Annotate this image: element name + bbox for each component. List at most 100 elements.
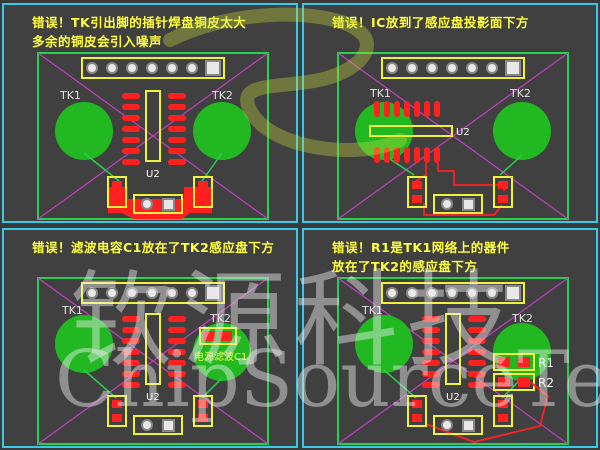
pad xyxy=(422,349,440,355)
pcb-layout-2: TK1 TK2 U2 xyxy=(337,52,569,220)
pcb-layout-3: TK1 TK2 U2 xyxy=(37,277,269,445)
u2-label: U2 xyxy=(456,127,470,138)
panel-1: 错误！TK引出脚的插针焊盘铜皮太大 多余的铜皮会引入噪声 TK1 TK2 xyxy=(2,3,298,223)
pad xyxy=(505,60,521,76)
pad xyxy=(112,414,122,422)
pad xyxy=(198,181,208,189)
pad xyxy=(205,60,221,76)
r1-label: R1 xyxy=(538,356,554,370)
pad xyxy=(168,360,186,366)
header-pins xyxy=(386,60,521,76)
touch-pad-tk2 xyxy=(493,102,551,160)
pad xyxy=(133,194,183,214)
pad xyxy=(493,395,513,427)
pad xyxy=(414,147,420,163)
panel-2-caption: 错误！IC放到了感应盘投影面下方 xyxy=(332,13,594,32)
pad xyxy=(122,327,140,333)
pad xyxy=(468,382,486,388)
tk2-label: TK2 xyxy=(211,89,233,102)
tk1-label: TK1 xyxy=(361,304,383,317)
via-pad xyxy=(441,419,453,431)
pad xyxy=(433,194,483,214)
pad xyxy=(199,327,237,345)
header-pins xyxy=(86,60,221,76)
pad xyxy=(433,415,483,435)
pad xyxy=(404,101,410,117)
panel-4-caption-line-1: 错误！R1是TK1网络上的器件 xyxy=(332,240,510,255)
ic-u2 xyxy=(122,313,186,388)
pin-header xyxy=(381,282,525,304)
tk1-label: TK1 xyxy=(59,89,81,102)
pad xyxy=(493,373,535,391)
via-pad xyxy=(166,287,178,299)
pad xyxy=(168,327,186,333)
via-pad xyxy=(141,198,153,210)
pad xyxy=(498,357,510,367)
pin-header xyxy=(81,282,225,304)
via-pad xyxy=(146,62,158,74)
via-pad xyxy=(186,287,198,299)
cross-line xyxy=(37,52,269,220)
pad xyxy=(422,382,440,388)
via-pad xyxy=(406,62,418,74)
pad xyxy=(468,316,486,322)
pad xyxy=(498,400,508,408)
tk2-label: TK2 xyxy=(509,87,531,100)
resistor-r1 xyxy=(493,353,535,371)
pad xyxy=(468,371,486,377)
u2-label: U2 xyxy=(146,169,160,180)
pad xyxy=(193,176,213,208)
pad xyxy=(122,382,140,388)
panel-1-caption-line-1: 错误！TK引出脚的插针焊盘铜皮太大 xyxy=(32,15,247,30)
via-pad xyxy=(486,62,498,74)
touch-pad-tk1 xyxy=(55,315,113,373)
pad xyxy=(493,353,535,371)
trace xyxy=(425,381,550,443)
pad xyxy=(122,93,186,165)
pad xyxy=(424,147,430,163)
via-pad xyxy=(441,198,453,210)
pad xyxy=(204,331,216,341)
pad xyxy=(193,395,213,427)
pad xyxy=(168,338,186,344)
pad xyxy=(498,414,508,422)
pad xyxy=(414,101,420,117)
pad xyxy=(422,360,440,366)
pad xyxy=(107,395,127,427)
pad xyxy=(412,195,422,203)
tk1-label: TK1 xyxy=(369,87,391,100)
via-pad xyxy=(106,62,118,74)
cross-line xyxy=(337,277,569,445)
pad xyxy=(518,377,530,387)
panel-2: 错误！IC放到了感应盘投影面下方 TK1 TK2 xyxy=(302,3,598,223)
pcb-layout-4: TK1 TK2 U2 xyxy=(337,277,569,445)
via-pad xyxy=(166,62,178,74)
pin-header xyxy=(381,57,525,79)
panel-4: 错误！R1是TK1网络上的器件 放在了TK2的感应盘下方 TK1 TK2 xyxy=(302,228,598,448)
via-pad xyxy=(146,287,158,299)
c1-label: 电源滤波C1 xyxy=(194,350,247,363)
pad xyxy=(122,338,140,344)
pad xyxy=(168,126,186,132)
pad xyxy=(404,147,410,163)
panel-4-caption-line-2: 放在了TK2的感应盘下方 xyxy=(332,259,478,274)
panel-3-caption-line-1: 错误！滤波电容C1放在了TK2感应盘下方 xyxy=(32,240,275,255)
pad xyxy=(145,90,161,162)
pad xyxy=(112,400,122,408)
via-pad xyxy=(426,62,438,74)
pad xyxy=(462,198,475,211)
pad xyxy=(422,316,440,322)
via-pad xyxy=(86,287,98,299)
capacitor-c1 xyxy=(199,327,237,345)
cross-line xyxy=(37,277,269,445)
pad xyxy=(424,101,430,117)
panel-4-caption: 错误！R1是TK1网络上的器件 放在了TK2的感应盘下方 xyxy=(332,238,594,276)
pad xyxy=(168,371,186,377)
oversized-copper xyxy=(108,187,212,219)
pcb-layout-1: TK1 TK2 U2 xyxy=(37,52,269,220)
trace xyxy=(499,154,523,176)
pad xyxy=(422,327,440,333)
pad xyxy=(122,316,140,322)
via-pad xyxy=(386,62,398,74)
pad xyxy=(412,400,422,408)
